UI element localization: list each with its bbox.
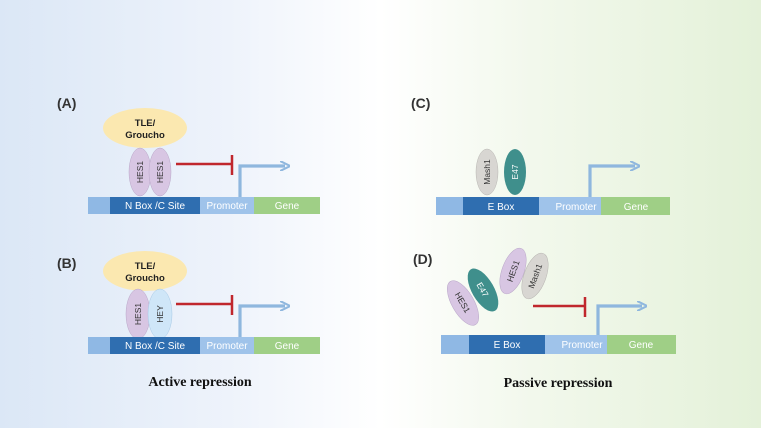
gene-label: Gene: [624, 202, 649, 213]
mash1-protein: [475, 148, 499, 196]
promoter-segment: [200, 197, 254, 214]
tle-groucho-ellipse: [103, 108, 187, 148]
panel-d-label: (D): [413, 251, 432, 267]
gene-segment: [601, 197, 670, 215]
active-repression-caption: Active repression: [148, 375, 252, 390]
promoter-label: Promoter: [206, 201, 248, 212]
promoter-label: Promoter: [555, 202, 597, 213]
promoter-segment: [539, 197, 601, 215]
transcription-arrow: [596, 306, 642, 335]
hey-label: HEY: [155, 305, 165, 323]
gene-label: Gene: [275, 201, 300, 212]
mash1-label: Mash1: [482, 159, 492, 185]
hes1-protein: [148, 147, 172, 197]
tle-label-line2: Groucho: [125, 130, 165, 141]
tle-label-line2: Groucho: [125, 273, 165, 284]
nbox-site: [110, 197, 200, 214]
gene-segment: [254, 197, 320, 214]
ebox-site-label: E Box: [494, 340, 521, 351]
panel-c-label: (C): [411, 95, 430, 111]
tle-label-line1: TLE/: [135, 118, 156, 129]
gene-label: Gene: [629, 340, 654, 351]
tle-label-line1: TLE/: [135, 261, 156, 272]
ebox-site: [469, 335, 545, 354]
ebox-site-label: E Box: [488, 202, 515, 213]
gene-segment: [254, 337, 320, 354]
panel-a-label: (A): [57, 95, 76, 111]
hes1-protein: [499, 247, 527, 295]
transcription-arrow: [588, 166, 635, 197]
tle-groucho-ellipse: [103, 251, 187, 291]
nbox-site-label: N Box /C Site: [125, 341, 185, 352]
e47-label: E47: [510, 164, 520, 179]
promoter-label: Promoter: [206, 341, 248, 352]
nbox-site: [110, 337, 200, 354]
transcription-arrow: [238, 306, 285, 337]
hes1-label: HES1: [135, 161, 145, 183]
e47-protein: [504, 149, 526, 195]
hes1-label: HES1: [155, 161, 165, 183]
promoter-segment: [200, 337, 254, 354]
transcription-arrow: [238, 166, 285, 197]
hes1-protein: [447, 280, 479, 326]
gene-segment: [607, 335, 676, 354]
mash1-protein: [521, 252, 549, 300]
hes1-label: HES1: [133, 303, 143, 325]
e47-protein: [467, 268, 499, 312]
panel-b: (B) TLE/ Groucho HES1 HEY N Box /C Site …: [57, 251, 320, 354]
gene-label: Gene: [275, 341, 300, 352]
panel-a: (A) TLE/ Groucho HES1 HES1 N Box /C Site…: [57, 95, 320, 214]
promoter-segment: [545, 335, 607, 354]
panel-c: (C) Mash1 E47 E Box Promoter Gene: [411, 95, 670, 215]
panel-d: (D) HES1 E47 HES1 Mash1 E Box Promoter G…: [413, 247, 676, 354]
passive-repression-caption: Passive repression: [504, 376, 613, 391]
promoter-label: Promoter: [561, 340, 603, 351]
ebox-site: [463, 197, 539, 215]
panel-b-label: (B): [57, 255, 76, 271]
nbox-site-label: N Box /C Site: [125, 201, 185, 212]
